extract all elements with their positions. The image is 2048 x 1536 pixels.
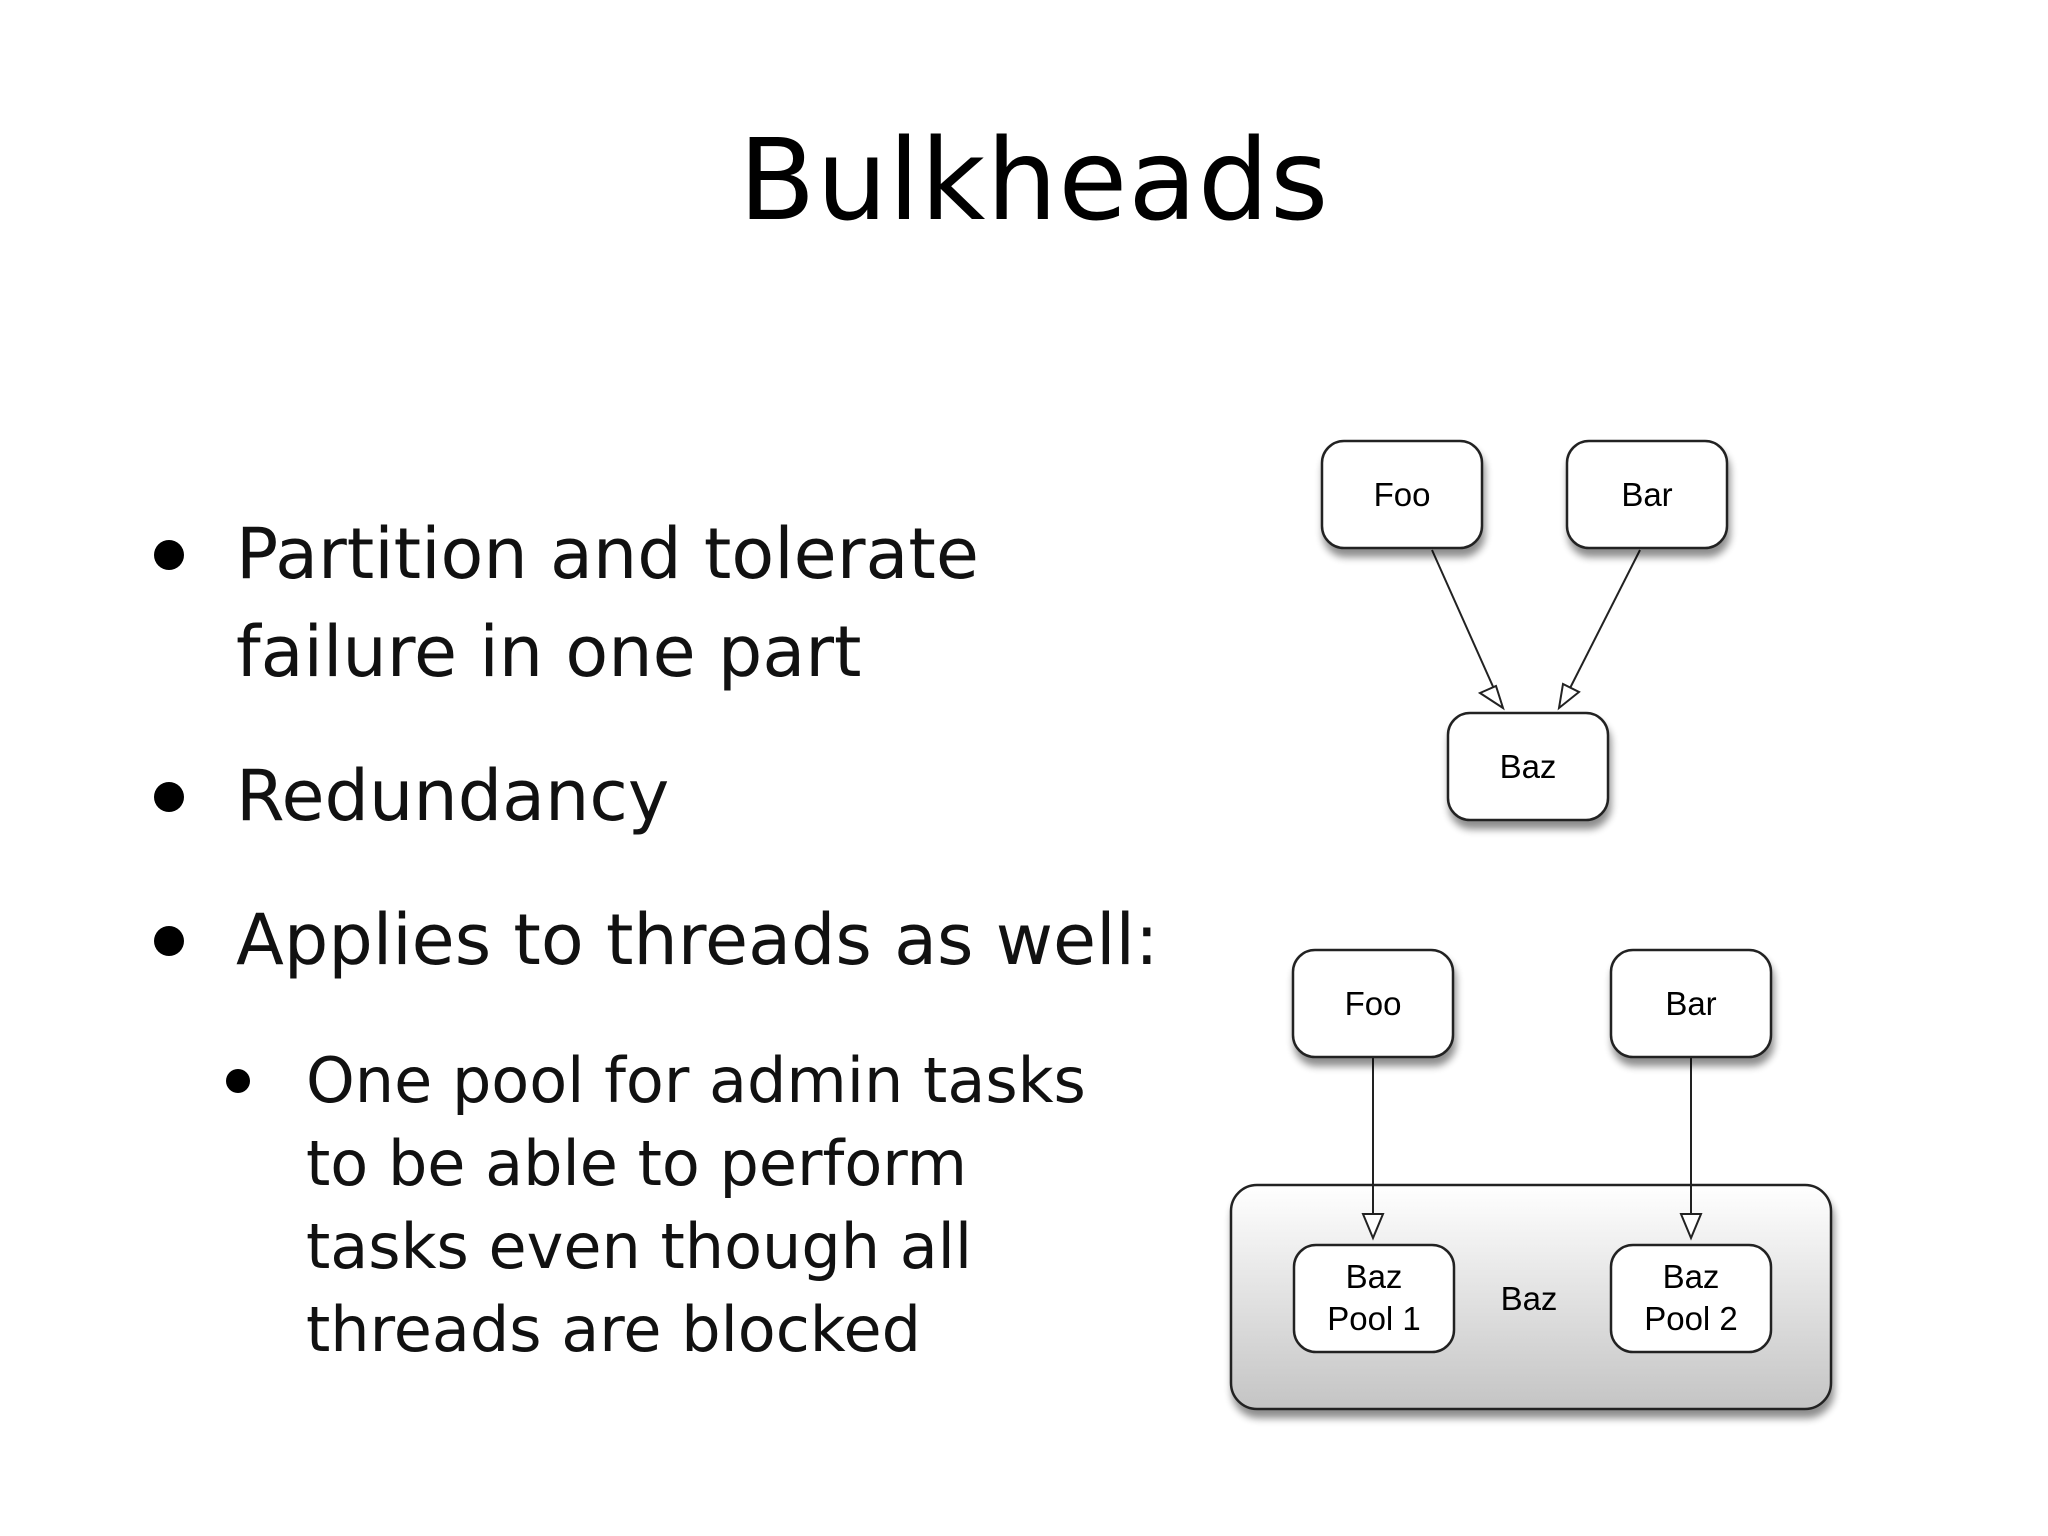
edge-bar-to-baz: [1557, 549, 1641, 711]
edge-foo-to-baz: [1431, 549, 1505, 711]
node-baz-pool-1-label-line1: Baz: [1346, 1258, 1403, 1295]
bullet-text: Applies to threads as well:: [236, 899, 1159, 981]
top-diagram: Foo Bar Baz: [1320, 439, 1729, 822]
bullet-dot-icon: [154, 540, 184, 570]
bullet-dot-icon: [154, 926, 184, 956]
sub-bullet-item: One pool for admin tasks to be able to p…: [206, 1039, 1146, 1371]
bullet-item: Applies to threads as well:: [140, 891, 1180, 989]
node-baz-pool-2-label-line1: Baz: [1663, 1258, 1720, 1295]
slide-title: Bulkheads: [738, 116, 1330, 246]
bullet-item: Redundancy: [140, 747, 1180, 845]
node-baz: [1446, 711, 1610, 822]
bullet-dot-icon: [154, 782, 184, 812]
bullet-item: Partition and tolerate failure in one pa…: [140, 505, 1180, 701]
node-foo-label: Foo: [1374, 476, 1431, 513]
bullet-list: Partition and tolerate failure in one pa…: [140, 505, 1180, 1371]
node-bar: [1565, 439, 1729, 550]
node-bar-bottom: [1609, 948, 1773, 1059]
node-foo-bottom: [1291, 948, 1455, 1059]
node-foo: [1320, 439, 1484, 550]
node-bar-label: Bar: [1621, 476, 1672, 513]
node-foo-bottom-label: Foo: [1345, 985, 1402, 1022]
sub-bullet-dot-icon: [226, 1069, 250, 1093]
node-baz-pool-1: [1292, 1243, 1456, 1354]
node-bar-bottom-label: Bar: [1665, 985, 1716, 1022]
baz-container-label: Baz: [1501, 1280, 1558, 1317]
node-baz-pool-1-label-line2: Pool 1: [1327, 1300, 1421, 1337]
node-baz-pool-2-label-line2: Pool 2: [1644, 1300, 1738, 1337]
bottom-diagram: Baz Foo Bar Baz Pool 1 Baz Pool 2: [1229, 948, 1833, 1411]
node-baz-label: Baz: [1500, 748, 1557, 785]
edge-foo-to-pool1: [1361, 1058, 1385, 1241]
sub-bullet-text: One pool for admin tasks to be able to p…: [306, 1044, 1086, 1366]
bullet-text: Redundancy: [236, 755, 670, 837]
bullet-text: Partition and tolerate failure in one pa…: [236, 513, 979, 693]
edge-bar-to-pool2: [1679, 1058, 1703, 1241]
node-baz-pool-2: [1609, 1243, 1773, 1354]
